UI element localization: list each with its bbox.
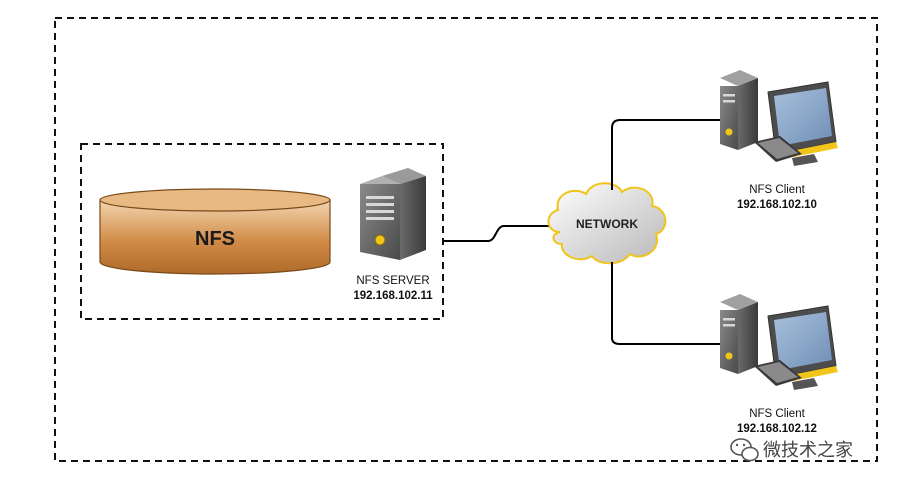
watermark-text: 微技术之家 bbox=[763, 440, 853, 461]
client2-name-label: NFS Client bbox=[749, 408, 805, 420]
network-label: NETWORK bbox=[576, 217, 638, 231]
server-network-link bbox=[443, 225, 556, 242]
watermark: 微技术之家 bbox=[730, 438, 853, 462]
client-workstation-icon bbox=[720, 294, 838, 390]
client1-ip-label: 192.168.102.10 bbox=[737, 199, 817, 211]
server-ip-label: 192.168.102.11 bbox=[353, 290, 433, 302]
wechat-icon bbox=[730, 438, 759, 462]
nfs-storage-label: NFS bbox=[195, 228, 235, 250]
network-client1-link bbox=[611, 119, 722, 190]
network-client2-link bbox=[611, 262, 722, 345]
server-name-label: NFS SERVER bbox=[356, 275, 429, 287]
server-tower-icon bbox=[360, 168, 426, 260]
client-workstation-icon bbox=[720, 70, 838, 166]
client1-name-label: NFS Client bbox=[749, 184, 805, 196]
server-group-boundary bbox=[80, 143, 444, 320]
network-cloud-icon: NETWORK bbox=[547, 182, 667, 265]
client2-ip-label: 192.168.102.12 bbox=[737, 423, 817, 435]
nfs-storage-cylinder: NFS bbox=[99, 188, 331, 275]
outer-boundary bbox=[54, 17, 878, 462]
